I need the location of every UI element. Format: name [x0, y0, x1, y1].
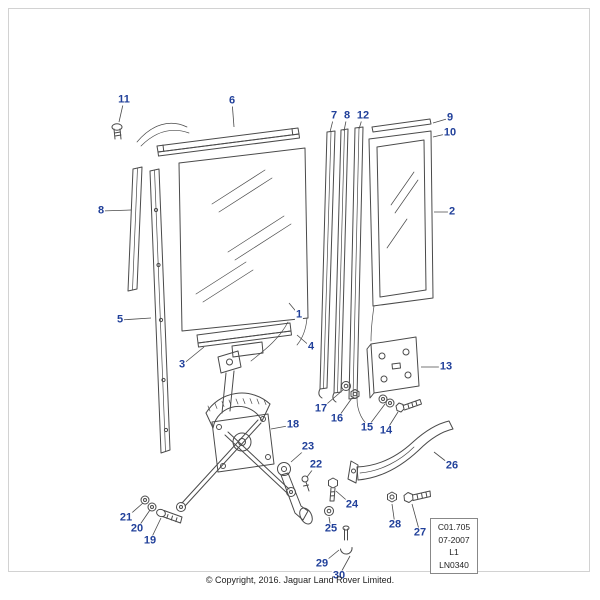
drawing-sheet: L1 — [449, 547, 459, 557]
part-screw — [301, 475, 310, 492]
callout-23: 23 — [300, 440, 316, 453]
copyright-text: © Copyright, 2016. Jaguar Land Rover Lim… — [205, 575, 395, 585]
part-washer — [147, 502, 157, 512]
part-door-glass — [178, 147, 309, 332]
callout-9: 9 — [445, 111, 455, 124]
part-window-regulator — [176, 350, 296, 512]
part-quarter-window — [368, 130, 434, 342]
callout-8: 8 — [342, 109, 352, 122]
part-bolt — [328, 477, 338, 502]
part-bolt — [111, 123, 123, 140]
leader-line-8 — [100, 209, 132, 212]
callout-5: 5 — [115, 313, 125, 326]
callout-19: 19 — [142, 534, 158, 547]
part-bolt — [403, 490, 431, 503]
part-bottom-channel — [196, 322, 292, 358]
callout-4: 4 — [306, 340, 316, 353]
callout-10: 10 — [442, 126, 458, 139]
part-top-seal — [371, 118, 432, 133]
callout-8: 8 — [96, 204, 106, 217]
drawing-info-box: C01.705 07-2007 L1 LN0340 — [430, 518, 478, 574]
diagram-border-frame — [8, 8, 590, 572]
callout-26: 26 — [444, 459, 460, 472]
callout-13: 13 — [438, 360, 454, 373]
guide-line-glass-channel — [296, 317, 308, 346]
guide-cable-curve — [136, 123, 190, 147]
callout-20: 20 — [129, 522, 145, 535]
part-nut — [387, 491, 397, 503]
part-nut — [350, 389, 360, 399]
part-bolt — [395, 399, 422, 413]
callout-2: 2 — [447, 205, 457, 218]
callout-24: 24 — [344, 498, 360, 511]
part-glass-run-left — [127, 166, 143, 292]
callout-29: 29 — [314, 557, 330, 570]
part-channel-left — [149, 168, 171, 454]
part-washer — [324, 506, 334, 516]
callout-7: 7 — [329, 109, 339, 122]
callout-25: 25 — [323, 522, 339, 535]
guide-line-glass-regulator — [250, 321, 289, 362]
part-washer-pair — [378, 394, 395, 408]
callout-12: 12 — [355, 109, 371, 122]
callout-6: 6 — [227, 94, 237, 107]
leader-line-5 — [119, 317, 152, 321]
callout-14: 14 — [378, 424, 394, 437]
callout-22: 22 — [308, 458, 324, 471]
part-drawings — [111, 118, 454, 555]
part-washer — [341, 381, 351, 391]
part-top-rail — [156, 127, 300, 157]
part-seal-strip — [318, 130, 336, 399]
part-regulator-handle — [277, 462, 313, 525]
callout-28: 28 — [387, 518, 403, 531]
callout-1: 1 — [294, 308, 304, 321]
part-curved-bracket — [347, 420, 454, 484]
drawing-date: 07-2007 — [438, 534, 470, 545]
callout-17: 17 — [313, 402, 329, 415]
callout-21: 21 — [118, 511, 134, 524]
callout-27: 27 — [412, 526, 428, 539]
drawing-ref: LN0340 — [439, 559, 469, 570]
part-bolt — [156, 508, 183, 524]
part-mounting-bracket — [366, 336, 420, 399]
callout-30: 30 — [331, 569, 347, 582]
drawing-code: C01.705 — [437, 522, 471, 532]
callout-11: 11 — [117, 93, 131, 106]
callout-18: 18 — [285, 418, 301, 431]
part-washer — [140, 495, 150, 505]
part-pin-clip — [340, 525, 353, 555]
callout-15: 15 — [359, 421, 375, 434]
callout-3: 3 — [177, 358, 187, 371]
callout-16: 16 — [329, 412, 345, 425]
